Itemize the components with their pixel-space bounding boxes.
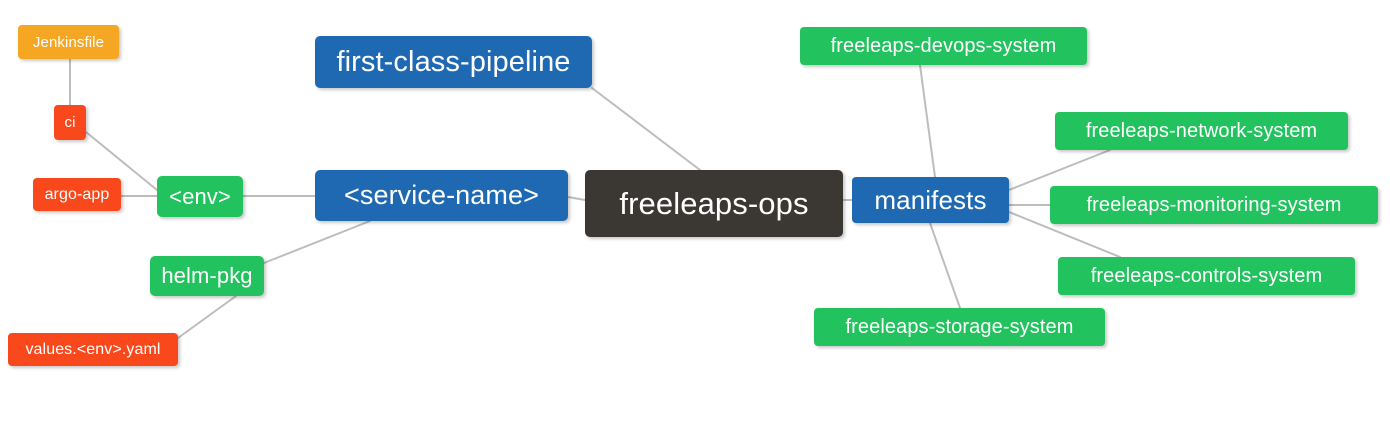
node-monitoring-system[interactable]: freeleaps-monitoring-system (1050, 186, 1378, 224)
node-devops-system[interactable]: freeleaps-devops-system (800, 27, 1087, 65)
node-network-system[interactable]: freeleaps-network-system (1055, 112, 1348, 150)
node-controls-system[interactable]: freeleaps-controls-system (1058, 257, 1355, 295)
node-env[interactable]: <env> (157, 176, 243, 217)
node-manifests[interactable]: manifests (852, 177, 1009, 223)
edge-manifests-to-devops-system (919, 64, 936, 178)
edge-values-yaml-to-helm-pkg (177, 295, 237, 339)
edge-first-class-pipeline-to-freeleaps-ops (591, 87, 701, 171)
node-ci[interactable]: ci (54, 105, 86, 140)
node-jenkinsfile[interactable]: Jenkinsfile (18, 25, 119, 59)
edge-manifests-to-network-system (1008, 149, 1111, 191)
node-helm-pkg[interactable]: helm-pkg (150, 256, 264, 296)
node-freeleaps-ops[interactable]: freeleaps-ops (585, 170, 843, 237)
node-first-class-pipeline[interactable]: first-class-pipeline (315, 36, 592, 88)
node-argo-app[interactable]: argo-app (33, 178, 121, 211)
node-storage-system[interactable]: freeleaps-storage-system (814, 308, 1105, 346)
node-values-yaml[interactable]: values.<env>.yaml (8, 333, 178, 366)
edge-service-name-to-freeleaps-ops (567, 196, 586, 201)
node-service-name[interactable]: <service-name> (315, 170, 568, 221)
edge-helm-pkg-to-service-name (263, 220, 371, 264)
edge-manifests-to-storage-system (929, 222, 961, 309)
